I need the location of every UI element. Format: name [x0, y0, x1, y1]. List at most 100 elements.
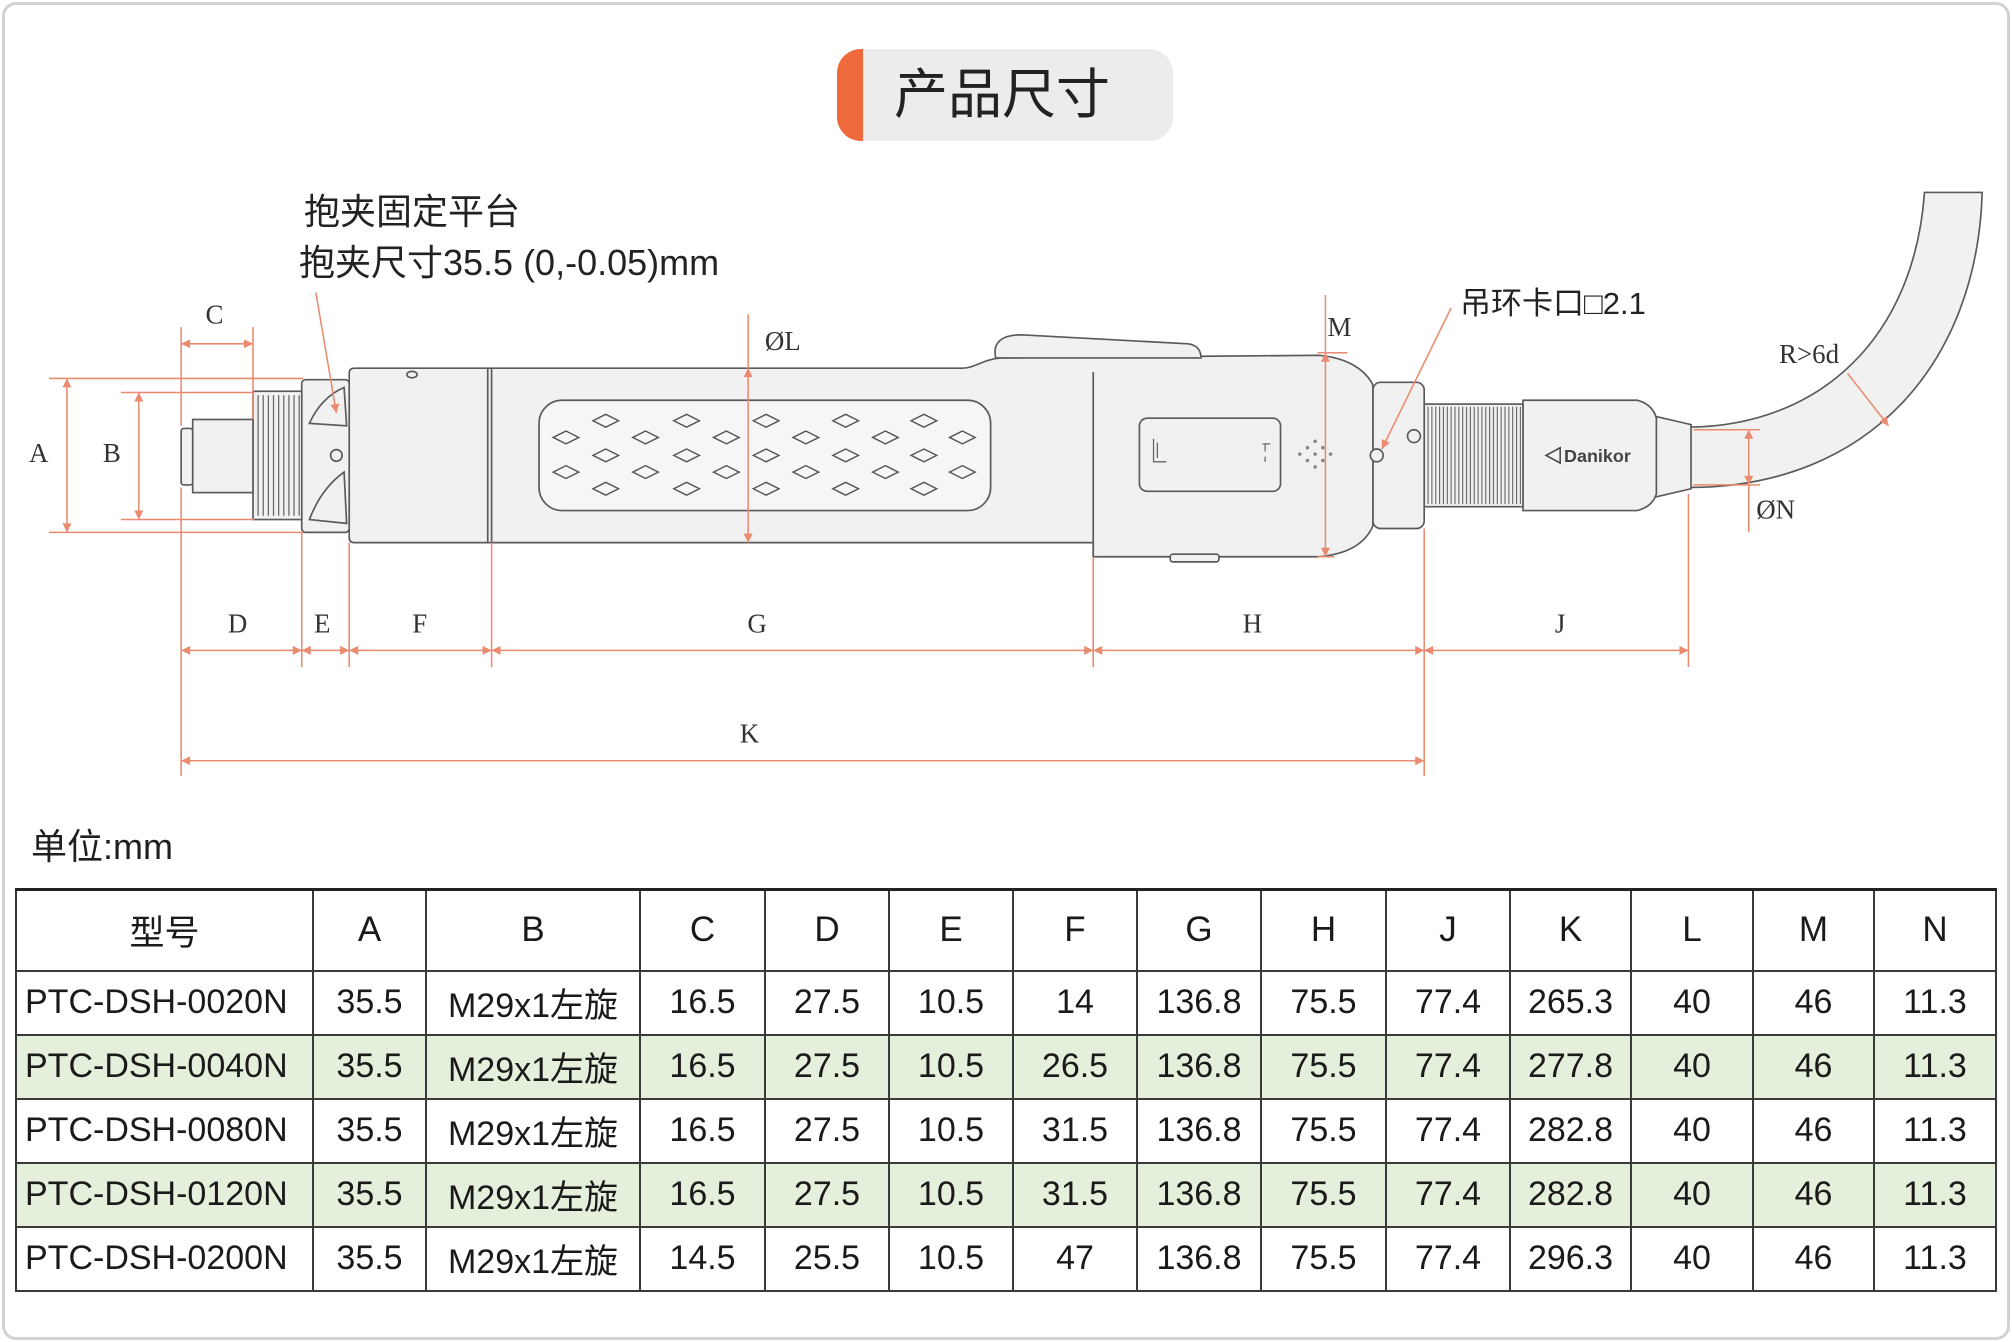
connector-ribs: [1427, 406, 1521, 505]
clamp-platform-callout: 抱夹固定平台: [304, 191, 521, 232]
cell-g: 136.8: [1136, 1225, 1262, 1292]
cell-b: M29x1左旋: [425, 1161, 641, 1228]
cell-a: 35.5: [312, 1161, 427, 1228]
label-h: H: [1243, 608, 1262, 638]
hanger-slot: [1369, 448, 1384, 463]
cell-c: 14.5: [639, 1225, 766, 1292]
clamp-hole: [329, 448, 343, 463]
hanger-slot-callout: 吊环卡口□2.1: [1460, 286, 1646, 321]
cell-g: 136.8: [1136, 1097, 1262, 1164]
cell-k: 282.8: [1509, 1097, 1632, 1164]
cell-m: 46: [1752, 1097, 1875, 1164]
leader-hanger: [1381, 307, 1452, 450]
label-l: ØL: [765, 326, 801, 356]
cell-n: 11.3: [1873, 969, 1997, 1036]
cell-l: 40: [1630, 1225, 1754, 1292]
cell-e: 10.5: [888, 969, 1014, 1036]
cell-m: 46: [1752, 1161, 1875, 1228]
cell-m: 46: [1752, 1033, 1875, 1100]
label-b: B: [103, 438, 121, 468]
cell-d: 27.5: [764, 1097, 890, 1164]
cell-f: 26.5: [1012, 1033, 1138, 1100]
clamp-size-callout: 抱夹尺寸35.5 (0,-0.05)mm: [299, 242, 720, 283]
clamp-fin-upper: [308, 386, 348, 427]
connector-ring: [1423, 403, 1524, 508]
dimension-labels: C A B ØL M R>6d ØN D E F G H J K: [29, 299, 1840, 748]
clamp-fin-lower: [308, 470, 348, 525]
cell-g: 136.8: [1136, 1161, 1262, 1228]
label-n: ØN: [1756, 494, 1795, 524]
column-header: F: [1012, 888, 1138, 972]
status-window: [1138, 417, 1282, 493]
body-seam: [486, 368, 1095, 557]
cell-d: 27.5: [764, 1033, 890, 1100]
cell-h: 75.5: [1260, 969, 1387, 1036]
cable: [1687, 191, 1984, 489]
cell-b: M29x1左旋: [425, 969, 641, 1036]
column-header: J: [1385, 888, 1511, 972]
extension-lines: [49, 295, 1761, 777]
cell-k: 282.8: [1509, 1161, 1632, 1228]
triangle-left-icon: [1544, 446, 1561, 465]
cell-g: 136.8: [1136, 969, 1262, 1036]
label-a: A: [29, 438, 49, 468]
cell-c: 16.5: [639, 1033, 766, 1100]
indicator-hole: [406, 370, 419, 379]
cell-g: 136.8: [1136, 1033, 1262, 1100]
table-row: PTC-DSH-0120N 35.5 M29x1左旋 16.5 27.5 10.…: [15, 1161, 1997, 1228]
cell-j: 77.4: [1385, 1161, 1511, 1228]
label-c: C: [206, 299, 224, 329]
grip-texture: [551, 413, 977, 496]
dim-radius: [1846, 372, 1890, 427]
unit-label: 单位:mm: [31, 826, 173, 867]
label-m: M: [1328, 312, 1352, 342]
cell-j: 77.4: [1385, 1225, 1511, 1292]
cell-model: PTC-DSH-0200N: [15, 1225, 314, 1292]
dimension-lines: [49, 292, 1890, 777]
rear-cap-hole: [1406, 428, 1422, 444]
cell-l: 40: [1630, 969, 1754, 1036]
cell-n: 11.3: [1873, 1033, 1997, 1100]
table-header-row: 型号 A B C D E F G H J K L M N: [15, 888, 1997, 972]
cell-b: M29x1左旋: [425, 1033, 641, 1100]
cell-h: 75.5: [1260, 1097, 1387, 1164]
label-d: D: [228, 608, 247, 638]
column-header: D: [764, 888, 890, 972]
page-title: 产品尺寸: [837, 49, 1173, 141]
vent-holes: [1297, 439, 1333, 469]
cell-j: 77.4: [1385, 1097, 1511, 1164]
cell-n: 11.3: [1873, 1225, 1997, 1292]
cell-e: 10.5: [888, 1225, 1014, 1292]
cell-c: 16.5: [639, 1097, 766, 1164]
cell-a: 35.5: [312, 1033, 427, 1100]
cell-a: 35.5: [312, 969, 427, 1036]
table-row: PTC-DSH-0200N 35.5 M29x1左旋 14.5 25.5 10.…: [15, 1225, 1997, 1292]
bottom-button: [1169, 553, 1220, 563]
bit-tip: [180, 427, 194, 486]
cell-k: 265.3: [1509, 969, 1632, 1036]
cell-f: 31.5: [1012, 1161, 1138, 1228]
cell-d: 25.5: [764, 1225, 890, 1292]
column-header: H: [1260, 888, 1387, 972]
table-row: PTC-DSH-0040N 35.5 M29x1左旋 16.5 27.5 10.…: [15, 1033, 1997, 1100]
cell-f: 47: [1012, 1225, 1138, 1292]
label-f: F: [412, 608, 427, 638]
cell-e: 10.5: [888, 1097, 1014, 1164]
cell-n: 11.3: [1873, 1097, 1997, 1164]
cell-d: 27.5: [764, 1161, 890, 1228]
label-k: K: [740, 719, 760, 749]
cell-n: 11.3: [1873, 1161, 1997, 1228]
column-header: N: [1873, 888, 1997, 972]
cell-h: 75.5: [1260, 1161, 1387, 1228]
label-j: J: [1555, 608, 1565, 638]
brand-logo: Danikor: [1564, 446, 1631, 466]
cell-b: M29x1左旋: [425, 1225, 641, 1292]
cell-k: 296.3: [1509, 1225, 1632, 1292]
cell-f: 31.5: [1012, 1097, 1138, 1164]
cell-l: 40: [1630, 1097, 1754, 1164]
spec-table: 型号 A B C D E F G H J K L M N PTC-DSH-002…: [15, 888, 1997, 1292]
cell-j: 77.4: [1385, 1033, 1511, 1100]
cell-b: M29x1左旋: [425, 1097, 641, 1164]
cell-m: 46: [1752, 969, 1875, 1036]
cell-model: PTC-DSH-0120N: [15, 1161, 314, 1228]
